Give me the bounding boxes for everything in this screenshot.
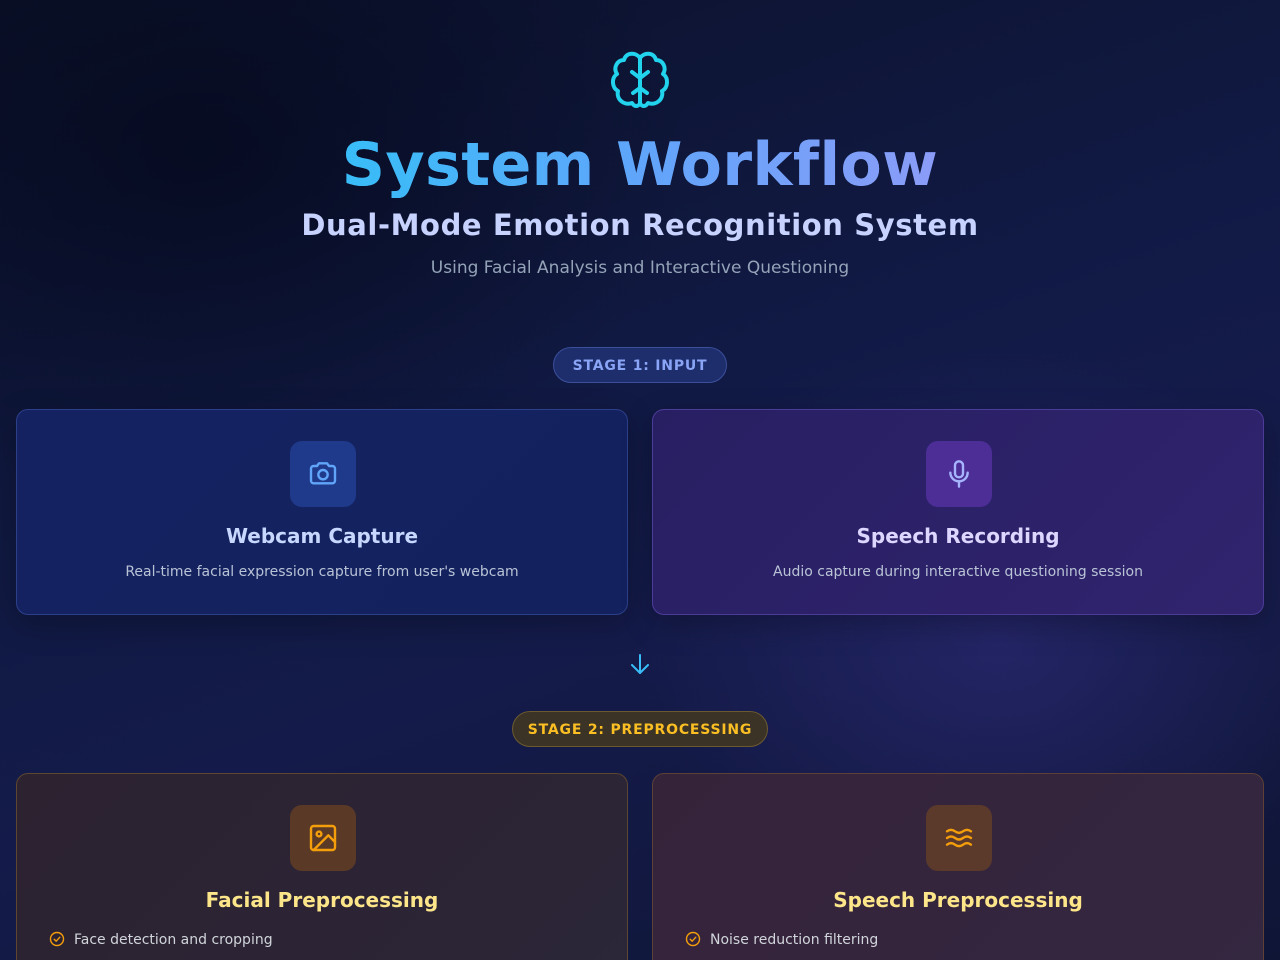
card-title: Webcam Capture — [225, 524, 419, 548]
page-title: System Workflow — [0, 128, 1280, 202]
page-tagline: Using Facial Analysis and Interactive Qu… — [430, 258, 850, 278]
page-subtitle: Dual-Mode Emotion Recognition System — [301, 208, 979, 242]
speech-preprocessing-card[interactable]: Speech Preprocessing Noise reduction fil… — [652, 773, 1264, 960]
stage-1-label: STAGE 1: INPUT — [553, 347, 727, 383]
feature-item: Face detection and cropping — [49, 931, 273, 948]
check-circle-icon — [49, 931, 65, 947]
brain-icon — [608, 48, 672, 112]
card-title: Speech Recording — [856, 524, 1060, 548]
camera-icon — [290, 441, 356, 507]
card-title: Facial Preprocessing — [205, 888, 439, 912]
check-circle-icon — [685, 931, 701, 947]
card-description: Real-time facial expression capture from… — [125, 564, 519, 580]
card-title: Speech Preprocessing — [833, 888, 1083, 912]
speech-recording-card[interactable]: Speech Recording Audio capture during in… — [652, 409, 1264, 615]
feature-text: Face detection and cropping — [74, 932, 273, 948]
feature-item: Noise reduction filtering — [685, 931, 878, 948]
stage-2-label: STAGE 2: PREPROCESSING — [512, 711, 768, 747]
image-icon — [290, 805, 356, 871]
facial-preprocessing-card[interactable]: Facial Preprocessing Face detection and … — [16, 773, 628, 960]
microphone-icon — [926, 441, 992, 507]
card-description: Audio capture during interactive questio… — [773, 564, 1143, 580]
webcam-capture-card[interactable]: Webcam Capture Real-time facial expressi… — [16, 409, 628, 615]
feature-text: Noise reduction filtering — [710, 932, 879, 948]
waves-icon — [926, 805, 992, 871]
arrow-down-icon — [627, 651, 653, 677]
